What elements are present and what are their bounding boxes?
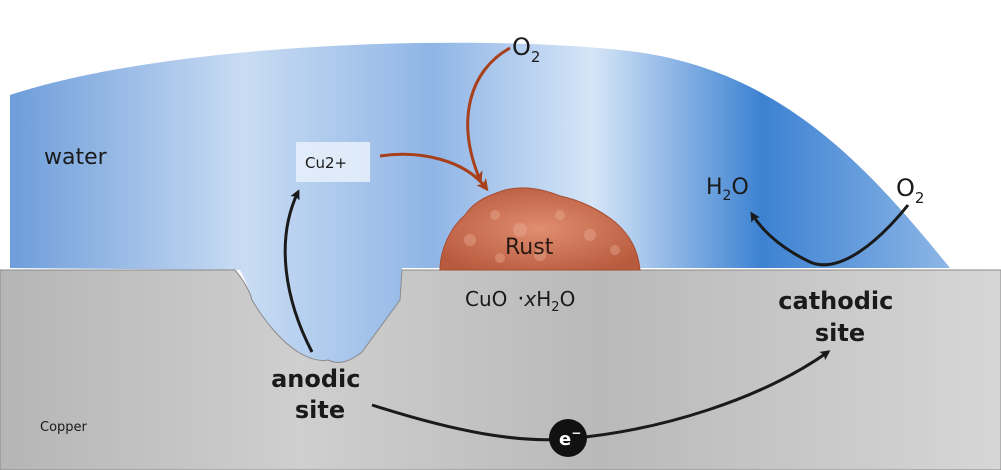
copper-label: Copper [40, 420, 88, 435]
o2-to-rust-arrow [466, 46, 511, 184]
o2-to-h2o-arrow [750, 204, 910, 267]
cu-ion-label: Cu2+ [305, 154, 347, 172]
o2-top-label: O2 [512, 33, 540, 66]
rust-texture [464, 210, 620, 263]
copper-block [0, 269, 1001, 470]
electron-icon [549, 419, 587, 457]
rust-deposit [439, 187, 641, 271]
cu-ion-box [296, 142, 370, 182]
corrosion-formula: CuO·xH2O [465, 287, 575, 315]
anodic-to-cu-arrow [283, 189, 314, 353]
water-label: water [44, 145, 108, 170]
h2o-label: H2O [706, 175, 749, 204]
rust-label: Rust [505, 235, 554, 260]
anodic-site-label: anodic site [271, 365, 369, 424]
electron-label: e− [559, 426, 581, 450]
o2-right-label: O2 [896, 174, 924, 207]
cathodic-site-label: cathodic site [778, 287, 901, 347]
